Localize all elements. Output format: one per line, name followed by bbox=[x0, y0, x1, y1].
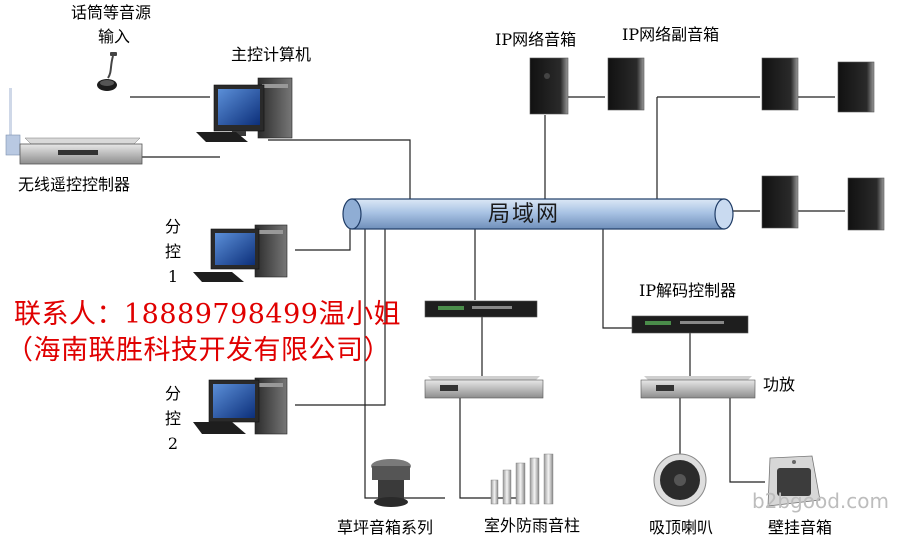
ip-decoder-device-left bbox=[424, 300, 538, 318]
ip-speaker-label: IP网络音箱 bbox=[495, 30, 577, 49]
sub-control-1-char-3: 1 bbox=[167, 267, 179, 286]
main-control-computer bbox=[196, 77, 293, 142]
ip-decoder-device-right bbox=[631, 315, 749, 334]
ip-network-speaker-top-right-2 bbox=[837, 61, 875, 113]
contact-line-1: 联系人：18889798499温小姐 bbox=[14, 299, 401, 330]
main-pc-label: 主控计算机 bbox=[231, 45, 312, 64]
audio-source-label-line2: 输入 bbox=[98, 27, 131, 46]
contact-line-2: （海南联胜科技开发有限公司） bbox=[6, 335, 391, 366]
wireless-remote-controller-device bbox=[19, 137, 143, 165]
ip-network-speaker-top-right-1 bbox=[761, 57, 799, 111]
ip-network-speaker bbox=[529, 57, 569, 115]
lawn-speaker-icon bbox=[371, 459, 411, 507]
sub-control-2-char-1: 分 bbox=[164, 384, 181, 403]
ip-network-sub-speaker bbox=[607, 57, 645, 111]
outdoor-column-speaker-icon bbox=[490, 453, 554, 505]
sub-control-2-char-3: 2 bbox=[167, 434, 179, 453]
ip-decoder-label: IP解码控制器 bbox=[639, 281, 737, 300]
amplifier-device-left bbox=[424, 376, 544, 399]
wireless-antenna-icon bbox=[5, 88, 21, 156]
wireless-remote-label: 无线遥控控制器 bbox=[18, 175, 131, 194]
wall-speaker-label: 壁挂音箱 bbox=[768, 518, 833, 537]
sub-control-computer-1 bbox=[193, 224, 288, 282]
connection-lines bbox=[130, 96, 845, 499]
ip-network-speaker-mid-right-2 bbox=[847, 177, 885, 231]
amplifier-label: 功放 bbox=[763, 375, 796, 394]
sub-control-1-label: 分 控 1 bbox=[162, 214, 184, 289]
lawn-speaker-label: 草坪音箱系列 bbox=[337, 518, 434, 537]
ip-sub-speaker-label: IP网络副音箱 bbox=[622, 25, 720, 44]
amplifier-device-right bbox=[640, 376, 756, 399]
sub-control-2-char-2: 控 bbox=[164, 409, 181, 428]
ceiling-speaker-label: 吸顶喇叭 bbox=[649, 518, 714, 537]
sub-control-2-label: 分 控 2 bbox=[162, 381, 184, 456]
watermark: b2bgood.com bbox=[751, 489, 889, 513]
outdoor-column-label: 室外防雨音柱 bbox=[484, 516, 581, 535]
microphone-icon bbox=[97, 52, 117, 91]
lan-label: 局域网 bbox=[488, 202, 561, 227]
audio-source-label-line1: 话筒等音源 bbox=[71, 3, 152, 22]
sub-control-computer-2 bbox=[193, 377, 288, 435]
sub-control-1-char-1: 分 bbox=[164, 217, 181, 236]
ceiling-speaker-icon bbox=[653, 453, 707, 507]
wall-speaker-icon bbox=[767, 455, 821, 507]
sub-control-1-char-2: 控 bbox=[164, 242, 181, 261]
ip-network-speaker-mid-right-1 bbox=[761, 175, 799, 229]
lan-backbone bbox=[342, 198, 734, 230]
